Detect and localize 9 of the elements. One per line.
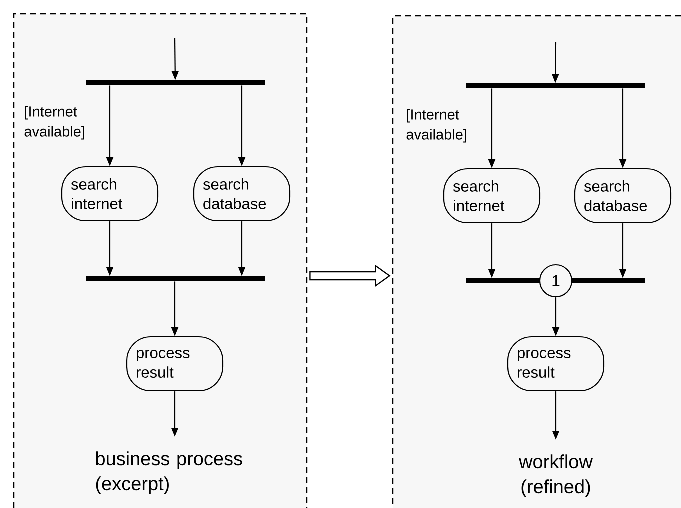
action-node: process result [507, 336, 605, 392]
action-node: search internet [443, 168, 541, 224]
action-node: search internet [61, 166, 159, 222]
hollow-arrow [310, 264, 391, 288]
action-node: search database [193, 166, 291, 222]
action-node: process result [126, 336, 224, 392]
guard-label: [Internet available] [406, 109, 466, 143]
action-node: search database [574, 168, 672, 224]
guard-label: [Internet available] [24, 106, 84, 140]
